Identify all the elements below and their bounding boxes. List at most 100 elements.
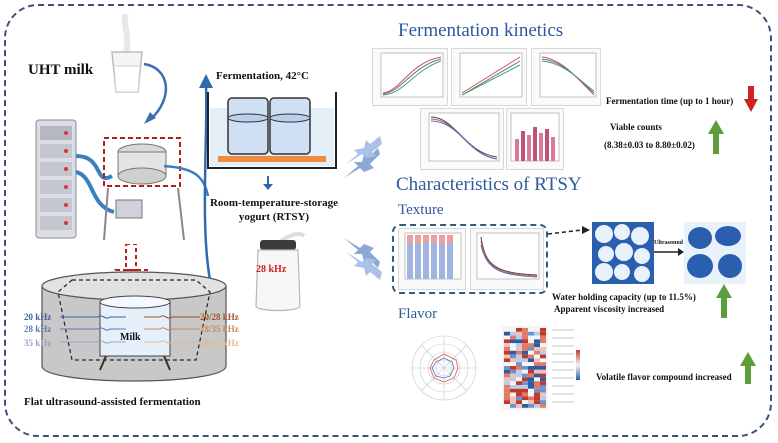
heatmap-cell: [516, 392, 522, 397]
freq-35-label: 35 kHz: [24, 338, 52, 348]
heatmap-cell: [516, 385, 522, 389]
milk-label: Milk: [120, 332, 141, 343]
heatmap-cell: [504, 354, 510, 359]
heatmap-cell: [540, 331, 546, 336]
heatmap-cell: [522, 328, 528, 332]
heatmap-cell: [516, 335, 522, 340]
heatmap-cell: [510, 377, 516, 382]
heatmap-cell: [522, 347, 528, 351]
volatile-text: Volatile flavor compound increased: [596, 372, 732, 382]
up-flow-arrow-icon: [199, 74, 213, 281]
heatmap-cell: [522, 354, 528, 359]
kinetics-decline-plot: [531, 48, 601, 106]
heatmap-cell: [516, 388, 522, 393]
heatmap-cell: [522, 396, 528, 401]
heatmap-cell: [510, 381, 516, 385]
heatmap-cell: [510, 354, 516, 359]
fermentation-time-text: Fermentation time (up to 1 hour): [606, 96, 734, 106]
rtsy-label-line1: Room-temperature-storage: [209, 197, 339, 209]
heatmap-cell: [540, 366, 546, 370]
heatmap-cell: [540, 362, 546, 366]
heatmap-cell: [510, 388, 516, 393]
heatmap-cell: [540, 369, 546, 374]
heatmap-cell: [510, 369, 516, 374]
ultrasound-arrow-label: Ultrasound: [654, 240, 684, 246]
freq-20-28-label: 20/28 kHz: [200, 312, 239, 322]
heatmap-cell: [504, 377, 510, 382]
heatmap-cell: [528, 366, 534, 370]
heatmap-cell: [504, 347, 510, 351]
kinetics-acidity-plot: [451, 48, 527, 106]
heatmap-cell: [516, 343, 522, 347]
heatmap-cell: [504, 369, 510, 374]
milk-glass-icon: [111, 14, 143, 93]
water-bath-icon: [207, 92, 337, 169]
heatmap-cell: [534, 328, 540, 332]
kinetics-title: Fermentation kinetics: [398, 20, 564, 41]
heatmap-cell: [516, 328, 522, 332]
up-green-arrow-viable-icon: [708, 120, 724, 154]
viable-counts-text: Viable counts: [610, 122, 662, 132]
heatmap-cell: [540, 388, 546, 393]
bottle-freq-label: 28 kHz: [256, 264, 287, 275]
heatmap-cell: [510, 339, 516, 344]
heatmap-cell: [540, 373, 546, 378]
heatmap-cell: [504, 328, 510, 332]
heatmap-cell: [510, 385, 516, 389]
heatmap-cell: [516, 354, 522, 359]
yogurt-bottle-icon: [255, 232, 306, 312]
heatmap-cell: [540, 343, 546, 347]
heatmap-cell: [528, 404, 534, 408]
freq-28-label: 28 kHz: [24, 324, 52, 334]
heatmap-cell: [510, 373, 516, 378]
kinetics-sigmoid-plot: [420, 108, 504, 170]
rtsy-label-line2: yogurt (RTSY): [238, 211, 310, 223]
heatmap-cell: [504, 385, 510, 389]
heatmap-cell: [534, 339, 540, 344]
heatmap-cell: [540, 392, 546, 397]
heatmap-cell: [534, 396, 540, 401]
heatmap-cell: [522, 350, 528, 355]
heatmap-cell: [510, 392, 516, 397]
viable-counts-bar-plot: [506, 108, 564, 170]
heatmap-cell: [522, 335, 528, 340]
heatmap-cell: [528, 381, 534, 385]
fermentation-temp-label: Fermentation, 42°C: [216, 70, 309, 82]
heatmap-cell: [528, 328, 534, 332]
outer-dashed-frame: [4, 4, 772, 437]
flavor-heatmap-plot: [502, 326, 580, 410]
heatmap-cell: [522, 362, 528, 366]
heatmap-cell: [540, 404, 546, 408]
texture-plots-panel: [392, 224, 548, 294]
heatmap-cell: [534, 369, 540, 374]
rtsy-label: Room-temperature-storage yogurt (RTSY): [204, 196, 344, 224]
heatmap-cell: [528, 362, 534, 366]
heatmap-cell: [522, 343, 528, 347]
heatmap-cell: [504, 362, 510, 366]
characteristics-title: Characteristics of RTSY: [396, 174, 582, 195]
heatmap-cell: [504, 331, 510, 336]
heatmap-cell: [510, 366, 516, 370]
heatmap-cell: [528, 377, 534, 382]
heatmap-cell: [534, 350, 540, 355]
heatmap-cell: [504, 350, 510, 355]
flavor-radar-plot: [411, 335, 477, 401]
heatmap-cell: [534, 343, 540, 347]
heatmap-cell: [528, 369, 534, 374]
heatmap-cell: [510, 362, 516, 366]
heatmap-cell: [516, 331, 522, 336]
microstructure-ultrasound-image: [684, 222, 746, 284]
heatmap-cell: [534, 358, 540, 363]
heatmap-cell: [504, 400, 510, 404]
heatmap-cell: [522, 358, 528, 363]
heatmap-cell: [510, 343, 516, 347]
heatmap-cell: [522, 404, 528, 408]
heatmap-cell: [540, 335, 546, 340]
up-green-arrow-texture-icon: [716, 284, 732, 318]
heatmap-cell: [516, 377, 522, 382]
heatmap-cell: [516, 339, 522, 344]
heatmap-cell: [540, 328, 546, 332]
heatmap-cell: [540, 400, 546, 404]
heatmap-cell: [516, 347, 522, 351]
heatmap-cell: [534, 381, 540, 385]
